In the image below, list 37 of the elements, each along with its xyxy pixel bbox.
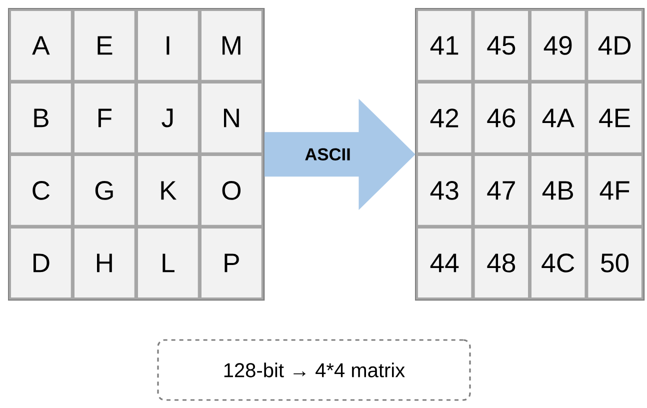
table-cell: B [9, 82, 73, 154]
table-cell: A [9, 9, 73, 82]
table-cell: 4A [530, 82, 587, 154]
table-cell: 4F [586, 154, 644, 227]
table-cell: 48 [472, 226, 530, 300]
edge-label: ASCII [303, 146, 352, 162]
table-cell: 4E [586, 82, 644, 154]
table-cell: 42 [416, 82, 474, 154]
table-cell: J [136, 82, 200, 154]
table-cell: L [136, 226, 200, 300]
table-cell: 49 [530, 9, 587, 82]
table-cell: I [136, 9, 200, 82]
table-cell: 46 [472, 82, 530, 154]
table-cell: D [9, 226, 73, 300]
table-cell: C [9, 154, 73, 227]
note-box: 128-bit → 4*4 matrix [157, 339, 471, 401]
table-grid [8, 8, 265, 301]
table-cell: 47 [472, 154, 530, 227]
table-cell: P [200, 226, 264, 300]
table-cell: O [200, 154, 264, 227]
table-cell: 4D [586, 9, 644, 82]
table-cell: 4B [530, 154, 587, 227]
table-cell: 4C [530, 226, 587, 300]
table-cell: N [200, 82, 264, 154]
table-cell: M [200, 9, 264, 82]
table-cell: 43 [416, 154, 474, 227]
table-cell: 44 [416, 226, 474, 300]
table-grid [415, 8, 645, 301]
table-cell: 45 [472, 9, 530, 82]
table-cell: G [72, 154, 136, 227]
table-cell: 41 [416, 9, 474, 82]
block-arrow [264, 98, 416, 210]
table-cell: E [72, 9, 136, 82]
table-cell: F [72, 82, 136, 154]
table-cell: 50 [586, 226, 644, 300]
table-cell: H [72, 226, 136, 300]
table-cell: K [136, 154, 200, 227]
